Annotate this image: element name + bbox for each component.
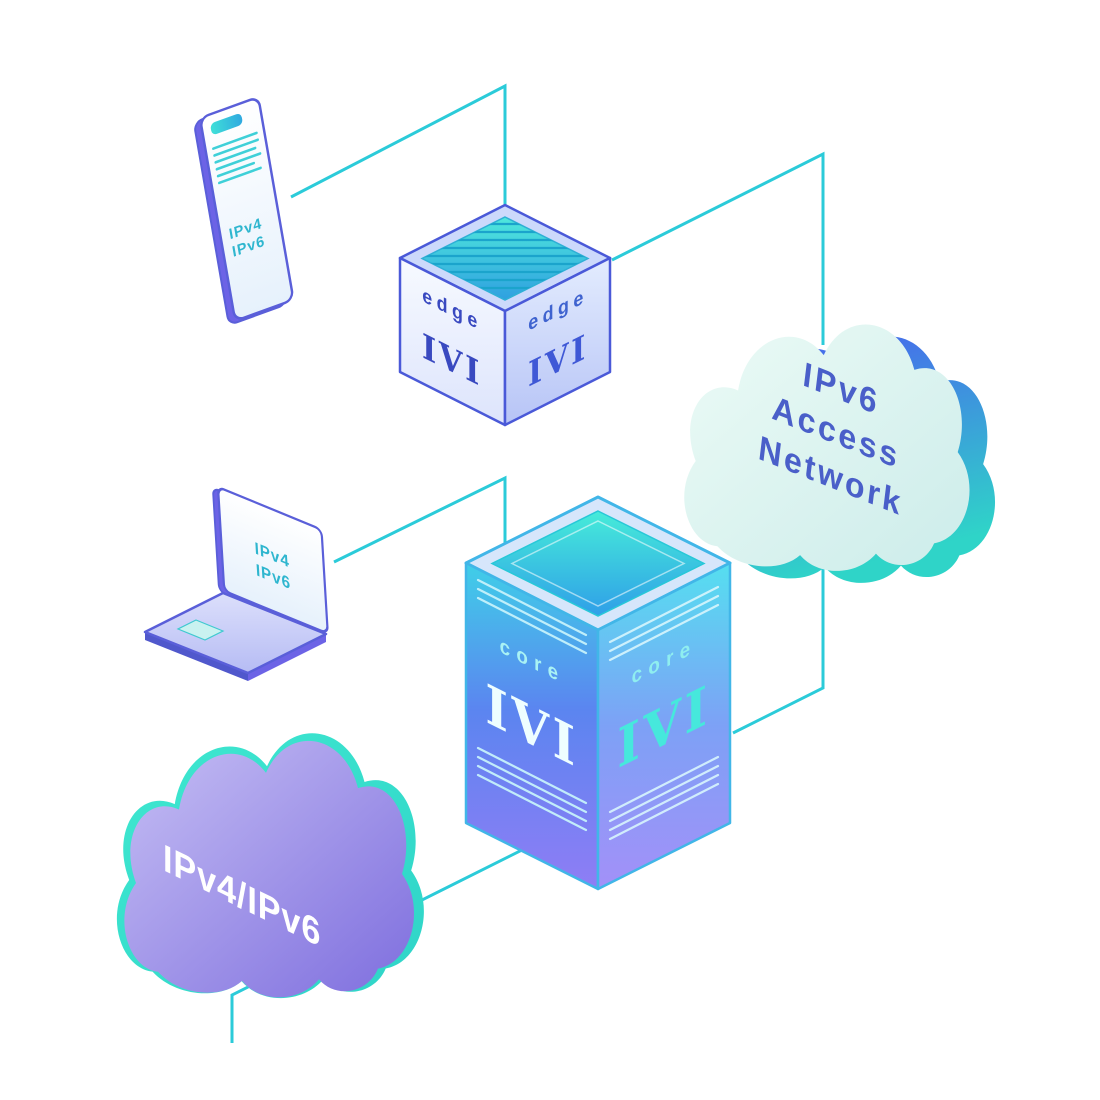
ipv6-access-network-cloud: IPv6 Access Network bbox=[684, 324, 996, 583]
smartphone-screen bbox=[200, 98, 294, 320]
core-right-vents bbox=[608, 585, 720, 841]
edge-cube-right-face bbox=[503, 256, 612, 427]
core-right-face bbox=[596, 561, 732, 891]
link-edge-access-cloud bbox=[611, 151, 825, 345]
laptop-screen bbox=[217, 487, 329, 633]
edge-router-cube: edge IVI edge IVI bbox=[398, 203, 612, 427]
laptop-trackpad bbox=[176, 619, 225, 641]
core-top-inner-line bbox=[510, 520, 686, 607]
smartphone-text-lines bbox=[212, 131, 262, 185]
core-left-vents bbox=[476, 578, 588, 832]
link-phone-edge bbox=[290, 83, 507, 212]
laptop-base-depth-front bbox=[145, 632, 248, 681]
ipv4-ipv6-cloud: IPv4/IPv6 bbox=[116, 733, 424, 999]
laptop-base bbox=[143, 591, 328, 675]
core-router-server: core IVI core IVI bbox=[464, 495, 732, 891]
link-laptop-core bbox=[333, 475, 507, 564]
smartphone-notch-bar bbox=[210, 113, 243, 135]
core-top-panel bbox=[490, 510, 706, 617]
laptop-base-depth-side bbox=[248, 634, 326, 681]
laptop: IPv4 IPv6 bbox=[143, 487, 329, 681]
link-core-transit-cloud bbox=[230, 810, 599, 1043]
smartphone: IPv4 IPv6 bbox=[194, 98, 294, 324]
